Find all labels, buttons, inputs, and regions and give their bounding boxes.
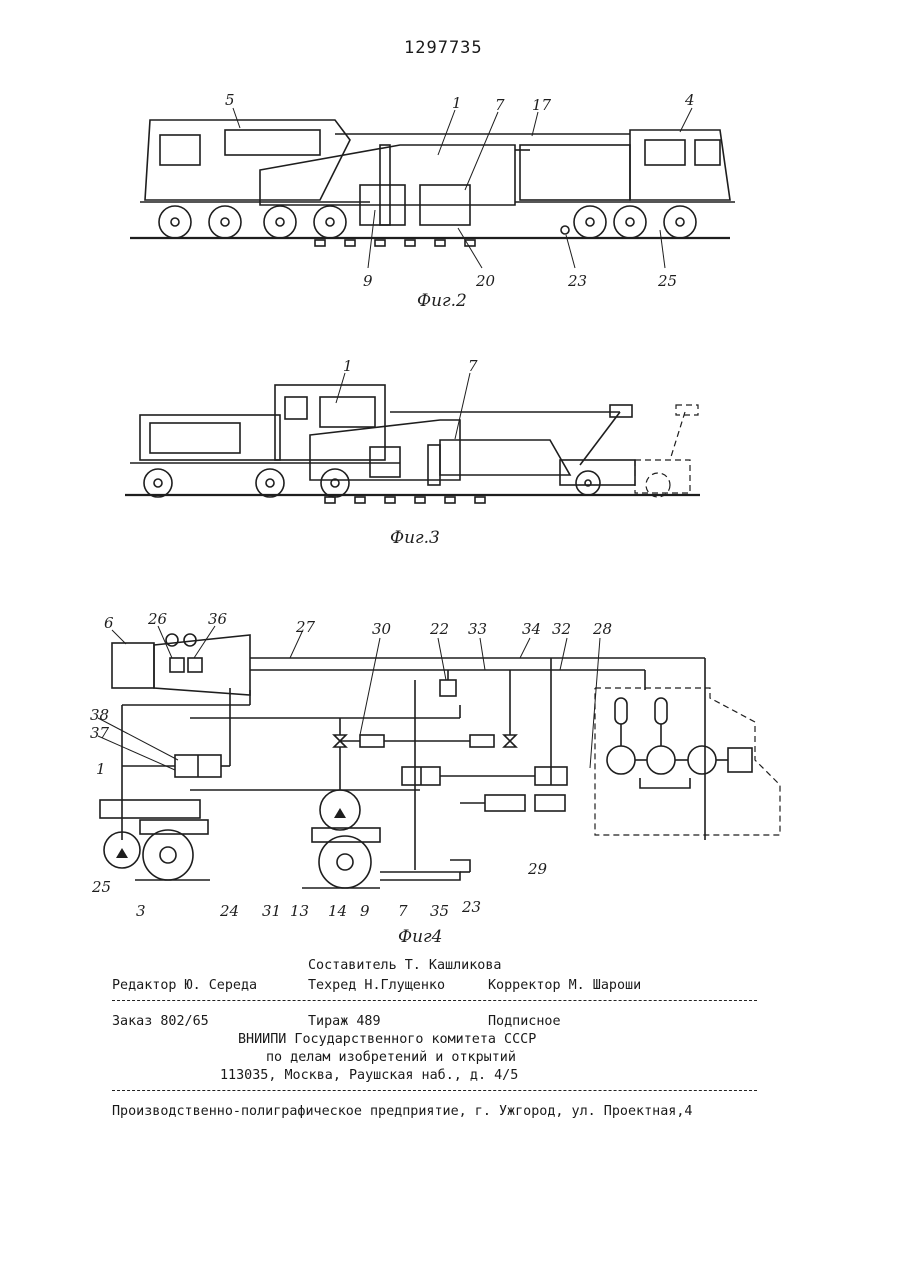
svg-text:34: 34 — [522, 620, 541, 638]
proofreader: Корректор М. Шароши — [488, 978, 641, 993]
svg-text:31: 31 — [262, 902, 281, 920]
svg-text:9: 9 — [363, 272, 373, 290]
svg-text:4: 4 — [684, 91, 695, 109]
svg-text:20: 20 — [475, 272, 496, 290]
svg-text:26: 26 — [147, 610, 168, 628]
svg-text:14: 14 — [328, 902, 347, 920]
figure-2-labels: 5 1 7 17 4 9 20 23 25 — [225, 91, 695, 290]
svg-text:30: 30 — [372, 620, 392, 638]
figure-4-drawing: 6 26 36 27 30 22 33 34 32 28 38 37 1 25 … — [90, 610, 790, 950]
figure-4-caption: Фиг4 — [398, 927, 442, 947]
subscription: Подписное — [488, 1014, 561, 1029]
compiler: Составитель Т. Кашликова — [308, 958, 501, 973]
figure-3-labels: 1 7 — [343, 357, 478, 375]
address: 113035, Москва, Раушская наб., д. 4/5 — [220, 1068, 518, 1083]
printer: Производственно-полиграфическое предприя… — [112, 1104, 692, 1119]
figure-2-drawing: 5 1 7 17 4 9 20 23 25 Фиг.2 — [120, 90, 760, 320]
svg-text:7: 7 — [468, 357, 478, 375]
org-line-2: по делам изобретений и открытий — [266, 1050, 516, 1065]
svg-text:38: 38 — [90, 706, 109, 724]
svg-text:35: 35 — [430, 902, 449, 920]
svg-text:24: 24 — [219, 902, 239, 920]
svg-text:6: 6 — [104, 614, 114, 632]
svg-text:23: 23 — [567, 272, 587, 290]
svg-text:25: 25 — [657, 272, 677, 290]
figure-4-labels: 6 26 36 27 30 22 33 34 32 28 38 37 1 25 … — [90, 610, 612, 920]
figure-3: 1 7 Фиг.3 — [110, 355, 720, 555]
svg-text:1: 1 — [452, 94, 462, 112]
editor: Редактор Ю. Середа — [112, 978, 257, 993]
svg-text:36: 36 — [208, 610, 228, 628]
figure-4: 6 26 36 27 30 22 33 34 32 28 38 37 1 25 … — [90, 610, 790, 950]
svg-text:17: 17 — [532, 96, 552, 114]
svg-text:9: 9 — [360, 902, 370, 920]
order-number: Заказ 802/65 — [112, 1014, 209, 1029]
svg-text:27: 27 — [295, 618, 316, 636]
figure-2: 5 1 7 17 4 9 20 23 25 Фиг.2 — [120, 90, 760, 320]
svg-text:22: 22 — [429, 620, 449, 638]
figure-3-drawing: 1 7 Фиг.3 — [110, 355, 720, 555]
svg-text:37: 37 — [90, 724, 110, 742]
svg-text:1: 1 — [343, 357, 353, 375]
svg-text:7: 7 — [398, 902, 408, 920]
svg-text:1: 1 — [96, 760, 106, 778]
svg-text:28: 28 — [592, 620, 612, 638]
figure-2-caption: Фиг.2 — [417, 291, 467, 311]
figure-3-caption: Фиг.3 — [390, 528, 440, 548]
svg-text:5: 5 — [225, 91, 235, 109]
svg-text:25: 25 — [91, 878, 111, 896]
svg-text:23: 23 — [461, 898, 481, 916]
svg-text:32: 32 — [552, 620, 571, 638]
svg-text:7: 7 — [495, 96, 505, 114]
rule-top — [112, 1000, 757, 1001]
tech-editor: Техред Н.Глущенко — [308, 978, 445, 993]
svg-text:29: 29 — [527, 860, 548, 878]
patent-number: 1297735 — [404, 38, 483, 58]
circulation: Тираж 489 — [308, 1014, 381, 1029]
org-line-1: ВНИИПИ Государственного комитета СССР — [238, 1032, 536, 1047]
svg-text:33: 33 — [468, 620, 487, 638]
svg-text:13: 13 — [290, 902, 309, 920]
svg-text:3: 3 — [136, 902, 146, 920]
rule-bottom — [112, 1090, 757, 1091]
